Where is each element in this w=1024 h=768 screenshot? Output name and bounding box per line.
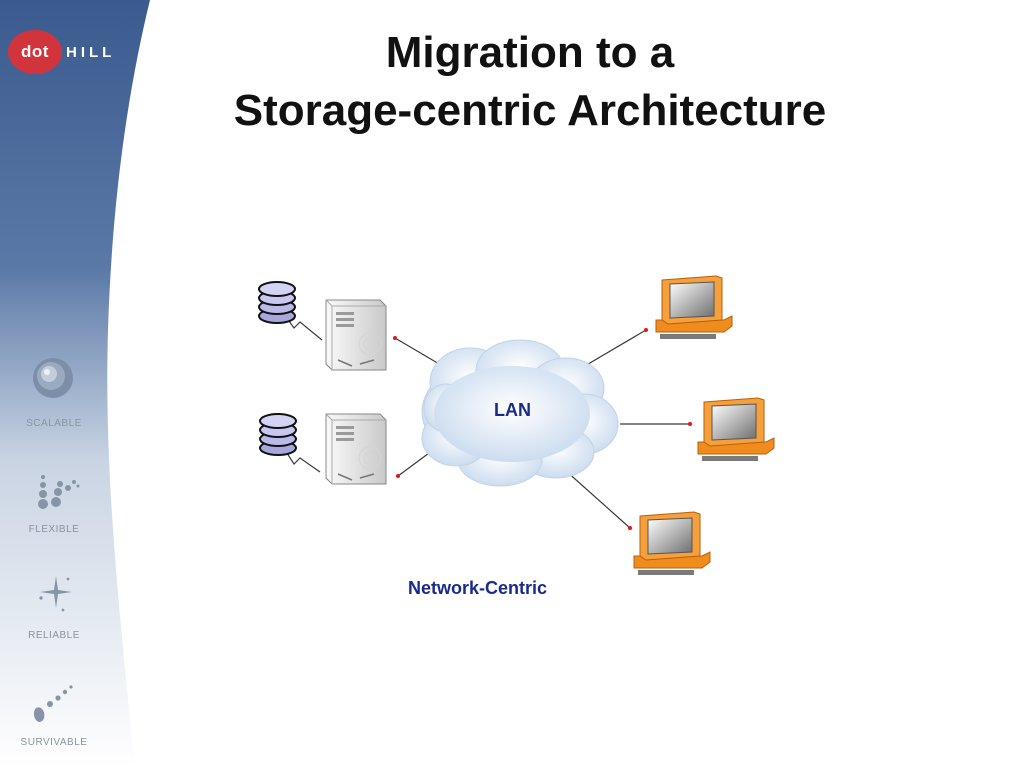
logo-word: HILL xyxy=(66,43,116,61)
disk-server-link-2 xyxy=(284,449,321,473)
lan-pc-link-1 xyxy=(577,329,647,371)
storage-disk-icon-2 xyxy=(259,413,297,456)
sidebar-label-flexible: FLEXIBLE xyxy=(28,524,80,535)
logo-mark: dot xyxy=(8,30,62,74)
sidebar-label-reliable: RELIABLE xyxy=(28,630,80,641)
growth-dots-icon xyxy=(38,475,80,509)
workstation-icon-3 xyxy=(633,511,711,576)
sidebar-label-survivable: SURVIVABLE xyxy=(20,737,88,748)
comet-icon xyxy=(33,685,73,722)
server-icon-2 xyxy=(325,413,387,485)
sparkle-star-icon xyxy=(39,576,72,612)
company-logo: dot HILL xyxy=(8,30,115,74)
diagram-caption: Network-Centric xyxy=(408,578,548,598)
slide-title: Migration to a Storage-centric Architect… xyxy=(150,24,910,140)
sidebar-label-scalable: SCALABLE xyxy=(26,418,82,429)
concentric-sphere-icon xyxy=(33,358,73,398)
workstation-icon-2 xyxy=(697,397,775,462)
lan-label: LAN xyxy=(494,400,531,420)
title-line-1: Migration to a xyxy=(385,28,675,77)
server-icon-1 xyxy=(325,299,387,371)
title-line-2: Storage-centric Architecture xyxy=(233,86,827,135)
storage-disk-icon-1 xyxy=(258,281,296,324)
workstation-icon-1 xyxy=(655,275,733,340)
lan-cloud-icon xyxy=(421,339,619,487)
